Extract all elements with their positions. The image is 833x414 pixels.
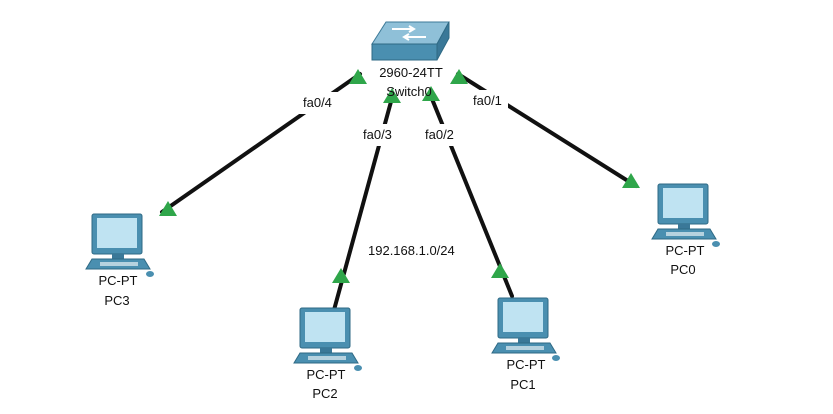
pc2-icon[interactable]: [293, 307, 362, 371]
port-label-fa0-2: fa0/2: [419, 124, 460, 146]
link-up-indicator: [159, 201, 177, 216]
link-up-indicator: [422, 86, 440, 101]
pc2-name-label: PC2: [312, 386, 338, 401]
link-up-indicator: [383, 88, 401, 103]
pc0-model-label: PC-PT: [665, 243, 705, 258]
pc1-icon[interactable]: [491, 297, 560, 361]
pc3-icon[interactable]: [85, 213, 154, 277]
pc1-name-label: PC1: [510, 377, 536, 392]
pc0-name-label: PC0: [670, 262, 696, 277]
links: [160, 72, 638, 312]
link-up-indicator: [622, 173, 640, 188]
link-up-indicator: [349, 69, 367, 84]
port-label-fa0-3: fa0/3: [357, 124, 398, 146]
pc3-model-label: PC-PT: [98, 273, 138, 288]
link-up-indicator: [450, 69, 468, 84]
port-label-fa0-4: fa0/4: [297, 92, 338, 114]
pc0-icon[interactable]: [651, 183, 720, 247]
pc2-model-label: PC-PT: [306, 367, 346, 382]
pc1-model-label: PC-PT: [506, 357, 546, 372]
link-up-indicator: [332, 268, 350, 283]
link-status-lights: [159, 69, 640, 283]
switch-name-label: Switch0: [386, 84, 432, 99]
pc3-name-label: PC3: [104, 293, 130, 308]
network-label: 192.168.1.0/24: [362, 240, 461, 262]
switch-icon[interactable]: [371, 21, 450, 61]
port-label-fa0-1: fa0/1: [467, 90, 508, 112]
link-up-indicator: [491, 263, 509, 278]
switch-model-label: 2960-24TT: [379, 65, 443, 80]
